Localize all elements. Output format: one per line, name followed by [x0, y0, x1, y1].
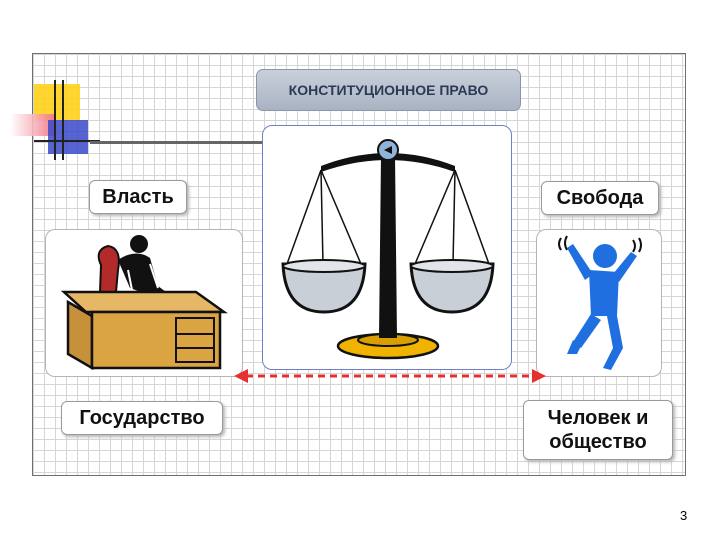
label-state: Государство [61, 401, 223, 435]
label-state-text: Государство [79, 407, 205, 429]
label-person-line2: общество [549, 431, 647, 453]
title-text: КОНСТИТУЦИОННОЕ ПРАВО [288, 82, 489, 98]
label-power-text: Власть [102, 186, 174, 208]
label-person-society: Человек и общество [523, 400, 673, 460]
panel-power [45, 229, 243, 377]
panel-balance [262, 125, 512, 370]
title-box: КОНСТИТУЦИОННОЕ ПРАВО [256, 69, 521, 111]
panel-freedom [536, 229, 662, 377]
desk-with-person-icon [60, 235, 228, 371]
label-freedom: Свобода [541, 181, 659, 215]
balance-scale-icon [281, 139, 495, 360]
label-person-line1: Человек и [547, 407, 649, 429]
page-number: 3 [680, 508, 688, 523]
jumping-person-icon [558, 235, 642, 370]
label-power: Власть [89, 180, 187, 214]
decor-squares [10, 80, 100, 160]
label-freedom-text: Свобода [556, 187, 644, 209]
